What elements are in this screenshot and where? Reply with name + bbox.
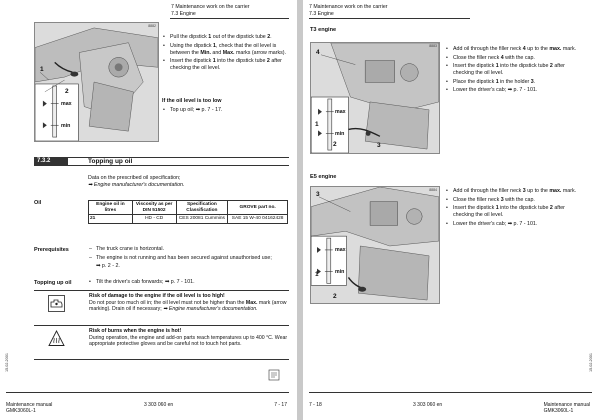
t3-step: Lower the driver's cab; ➡ p. 7 - 101.	[445, 87, 579, 94]
engine-oil-warning-icon	[48, 295, 65, 312]
right-header-rule	[309, 18, 470, 19]
col-header: GROVE part no.	[227, 200, 288, 215]
low-level-heading: If the oil level is too low	[162, 98, 222, 104]
e5-engine-heading: E5 engine	[310, 174, 337, 180]
e5-steps: Add oil through the filler neck 3 up to …	[445, 188, 579, 229]
left-header: 7 Maintenance work on the carrier 7.3 En…	[171, 4, 250, 17]
t3-min-label: min	[335, 131, 345, 137]
t3-step: Insert the dipstick 1 into the dipstick …	[445, 63, 579, 77]
prerequisites-list: The truck crane is horizontal. The engin…	[88, 246, 288, 270]
spec-note: Data on the prescribed oil specification…	[88, 175, 185, 188]
t3-engine-heading: T3 engine	[310, 27, 337, 33]
e5-engine-illustration	[311, 187, 439, 303]
topping-up-step: Tilt the driver's cab forwards; ➡ p. 7 -…	[88, 279, 288, 288]
e5-step: Lower the driver's cab; ➡ p. 7 - 101.	[445, 221, 579, 228]
t3-step: Place the dipstick 1 in the holder 3.	[445, 79, 579, 86]
dipstick-figure: 8882 1 2 max min	[34, 22, 159, 142]
callout-2: 2	[65, 88, 69, 95]
left-footer-rule	[6, 392, 289, 393]
min-mark-label: min	[61, 123, 71, 129]
dipstick-steps: Pull the dipstick 1 out of the dipstick …	[162, 34, 288, 74]
right-footer-rule	[309, 392, 592, 393]
right-footer-manual: Maintenance manual GMK3060L-1	[543, 402, 590, 414]
right-page-number: 7 - 18	[309, 402, 322, 408]
t3-step: Add oil through the filler neck 4 up to …	[445, 46, 579, 53]
col-header: Engine oil in litres	[88, 200, 133, 215]
table-header-row: Engine oil in litres Viscosity as per DI…	[88, 200, 288, 215]
max-mark-label: max	[61, 101, 72, 107]
e5-max-label: max	[335, 247, 346, 253]
col-header: Specification Classification	[175, 200, 229, 215]
right-margin-code: 15.02.2001	[589, 352, 593, 372]
t3-engine-figure: 8883 4 1 2 3 max min	[310, 42, 440, 154]
e5-callout-1: 1	[315, 271, 319, 278]
step-pull-dipstick: Pull the dipstick 1 out of the dipstick …	[162, 34, 288, 41]
oil-label: Oil	[34, 200, 42, 206]
step-check-level: Using the dipstick 1, check that the oil…	[162, 43, 288, 57]
callout-1: 1	[40, 66, 44, 73]
col-header: Viscosity as per DIN 51502	[131, 200, 177, 215]
right-page: 7 Maintenance work on the carrier 7.3 En…	[303, 0, 600, 420]
left-footer-docnum: 3 303 060 en	[144, 402, 174, 408]
t3-figure-tag: 8883	[429, 44, 437, 48]
table-cell: CES 20081 Cummins	[175, 214, 229, 224]
e5-step: Close the filler neck 3 with the cap.	[445, 197, 579, 204]
figure-tag: 8882	[148, 24, 156, 28]
table-row: 21 HD - CD CES 20081 Cummins SAE 15 W-40…	[88, 214, 288, 224]
e5-figure-tag: 8884	[429, 188, 437, 192]
t3-engine-illustration	[311, 43, 439, 153]
left-margin-code: 15.02.2001	[5, 352, 9, 372]
table-cell: SAE 15 W-40 04162428	[227, 214, 288, 224]
e5-step: Add oil through the filler neck 3 up to …	[445, 188, 579, 195]
left-header-rule	[170, 18, 289, 19]
t3-callout-4: 4	[316, 49, 320, 56]
oil-spec-table: Engine oil in litres Viscosity as per DI…	[88, 200, 288, 224]
table-cell: HD - CD	[131, 214, 177, 224]
dipstick-illustration	[35, 23, 158, 141]
table-cell: 21	[88, 214, 133, 224]
section-number: 7.3.2	[34, 157, 68, 166]
topping-up-label: Topping up oil	[34, 280, 72, 286]
e5-min-label: min	[335, 269, 345, 275]
oil-level-warning: Risk of damage to the engine if the oil …	[34, 290, 289, 326]
right-footer-docnum: 3 303 060 en	[413, 402, 443, 408]
left-page-number: 7 - 17	[274, 402, 287, 408]
t3-callout-3: 3	[377, 142, 381, 149]
right-header: 7 Maintenance work on the carrier 7.3 En…	[309, 4, 388, 17]
t3-steps: Add oil through the filler neck 4 up to …	[445, 46, 579, 96]
section-title: Topping up oil	[88, 158, 133, 165]
hot-engine-warning: Risk of burns when the engine is hot! Du…	[34, 326, 289, 360]
t3-callout-1: 1	[315, 121, 319, 128]
e5-step: Insert the dipstick 1 into the dipstick …	[445, 205, 579, 219]
t3-max-label: max	[335, 109, 346, 115]
e5-callout-3: 3	[316, 191, 320, 198]
step-insert-dipstick: Insert the dipstick 1 into the dipstick …	[162, 58, 288, 72]
left-footer-manual: Maintenance manual GMK3060L-1	[6, 402, 53, 414]
section-rule	[68, 157, 289, 166]
prerequisites-label: Prerequisites	[34, 247, 69, 253]
e5-callout-2: 2	[333, 293, 337, 300]
e5-engine-figure: 8884 3 1 2 max min	[310, 186, 440, 304]
low-level-step: Top up oil; ➡ p. 7 - 17.	[162, 107, 288, 116]
note-icon	[268, 368, 280, 381]
left-page: 7 Maintenance work on the carrier 7.3 En…	[0, 0, 297, 420]
hot-surface-warning-icon	[48, 330, 65, 347]
t3-step: Close the filler neck 4 with the cap.	[445, 55, 579, 62]
t3-callout-2: 2	[333, 141, 337, 148]
